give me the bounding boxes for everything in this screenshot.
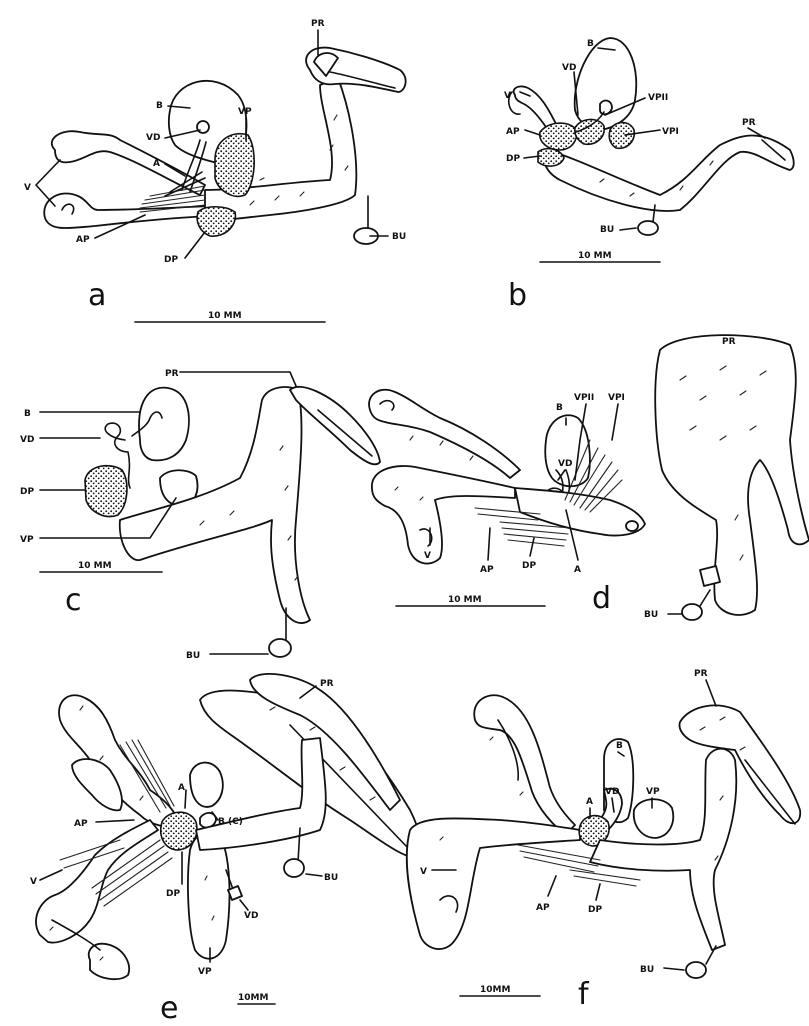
figure-f-dp	[570, 870, 640, 886]
label-a-pr: PR	[311, 19, 325, 29]
figure-e: PR A AP B (C) DP V VP VD BU e 10MM	[30, 674, 422, 1026]
figure-e-bc	[190, 763, 223, 807]
label-d-b: B	[556, 403, 563, 413]
figure-b-ap	[540, 123, 577, 150]
label-e-vp: VP	[198, 967, 212, 977]
label-e-pr: PR	[320, 679, 334, 689]
label-b-vpi: VPI	[662, 127, 679, 137]
label-d-vpii: VPII	[574, 393, 594, 403]
label-a-a: A	[153, 159, 160, 169]
label-d-pr: PR	[722, 337, 736, 347]
figure-f-vp	[634, 799, 673, 838]
panel-letter-a: a	[88, 278, 106, 313]
label-f-bu: BU	[640, 965, 654, 975]
label-d-bu: BU	[644, 610, 658, 620]
label-e-a: A	[178, 783, 185, 793]
label-c-pr: PR	[165, 369, 179, 379]
label-e-bu: BU	[324, 873, 338, 883]
label-d-ap: AP	[480, 565, 494, 575]
figure-b-bursa	[575, 38, 637, 130]
figure-c: PR B VD DP VP BU c 10 MM	[20, 369, 380, 661]
label-f-vd: VD	[605, 787, 619, 797]
label-e-ap: AP	[74, 819, 88, 829]
figure-b-vagina	[514, 86, 556, 130]
panel-letter-b: b	[508, 278, 527, 313]
figure-b-bulb	[638, 221, 658, 235]
label-c-bu: BU	[186, 651, 200, 661]
figure-a-vp	[215, 134, 254, 197]
panel-letter-d: d	[592, 581, 611, 616]
figure-a: PR B VP VD A V AP DP BU a 10 MM	[24, 19, 406, 322]
label-b-v: V	[504, 91, 511, 101]
figure-f-bulb	[686, 962, 706, 978]
label-c-dp: DP	[20, 487, 34, 497]
label-d-vd: VD	[558, 459, 572, 469]
label-a-b: B	[156, 101, 163, 111]
scale-label-b: 10 MM	[578, 251, 612, 261]
label-b-ap: AP	[506, 127, 520, 137]
label-b-vpii: VPII	[648, 93, 668, 103]
figure-b: B VD V VPII PR VPI AP DP BU b 10 MM	[504, 38, 794, 313]
label-b-pr: PR	[742, 118, 756, 128]
scale-label-d: 10 MM	[448, 595, 482, 605]
label-d-dp: DP	[522, 561, 536, 571]
label-d-a: A	[574, 565, 581, 575]
figure-f-ap	[518, 845, 600, 872]
panel-letter-f: f	[578, 977, 590, 1012]
label-c-vd: VD	[20, 435, 34, 445]
figure-f-vagina-lower	[407, 818, 580, 949]
scale-label-f: 10MM	[480, 985, 510, 995]
panel-letter-c: c	[65, 583, 82, 618]
label-d-vpi: VPI	[608, 393, 625, 403]
figure-c-pr	[290, 387, 380, 465]
label-e-dp: DP	[166, 889, 180, 899]
label-e-v: V	[30, 877, 37, 887]
label-a-dp: DP	[164, 255, 178, 265]
label-e-vd: VD	[244, 911, 258, 921]
figure-e-vp	[188, 831, 230, 958]
figure-f: PR B A VD VP V AP DP BU f 10MM	[407, 669, 800, 1012]
figure-d-vagina-lower	[372, 466, 515, 564]
label-a-vp: VP	[238, 107, 252, 117]
label-c-vp: VP	[20, 535, 34, 545]
label-e-bc: B (C)	[218, 817, 243, 827]
label-b-b: B	[587, 39, 594, 49]
label-a-bu: BU	[392, 232, 406, 242]
figure-b-vp1	[609, 123, 634, 149]
label-f-ap: AP	[536, 903, 550, 913]
figure-d: B VPII VPI VD V AP DP A PR BU d 10 MM	[369, 335, 809, 620]
figure-c-bulb	[269, 639, 291, 657]
label-f-pr: PR	[694, 669, 708, 679]
label-a-vd: VD	[146, 133, 160, 143]
figure-b-dp	[538, 149, 564, 166]
figure-b-vp2	[575, 119, 604, 144]
label-f-b: B	[616, 741, 623, 751]
label-f-a: A	[586, 797, 593, 807]
scale-label-e: 10MM	[238, 993, 268, 1003]
label-d-v: V	[424, 551, 431, 561]
figure-e-a	[161, 812, 197, 850]
figure-e-bulb	[284, 859, 304, 877]
label-b-vd: VD	[562, 63, 576, 73]
panel-letter-e: e	[160, 991, 178, 1026]
label-c-b: B	[24, 409, 31, 419]
scale-label-c: 10 MM	[78, 561, 112, 571]
figure-c-dp	[85, 466, 127, 517]
label-f-dp: DP	[588, 905, 602, 915]
figure-b-penis	[544, 135, 794, 210]
figure-d-pr	[655, 335, 809, 615]
label-a-v: V	[24, 183, 31, 193]
figure-d-bulb	[682, 604, 702, 620]
figure-a-dp	[197, 207, 235, 236]
label-a-ap: AP	[76, 235, 90, 245]
figure-f-vagina	[474, 695, 575, 835]
figure-f-pr	[679, 705, 800, 823]
label-f-v: V	[420, 867, 427, 877]
scale-label-a: 10 MM	[208, 311, 242, 321]
label-b-dp: DP	[506, 154, 520, 164]
label-f-vp: VP	[646, 787, 660, 797]
label-b-bu: BU	[600, 225, 614, 235]
